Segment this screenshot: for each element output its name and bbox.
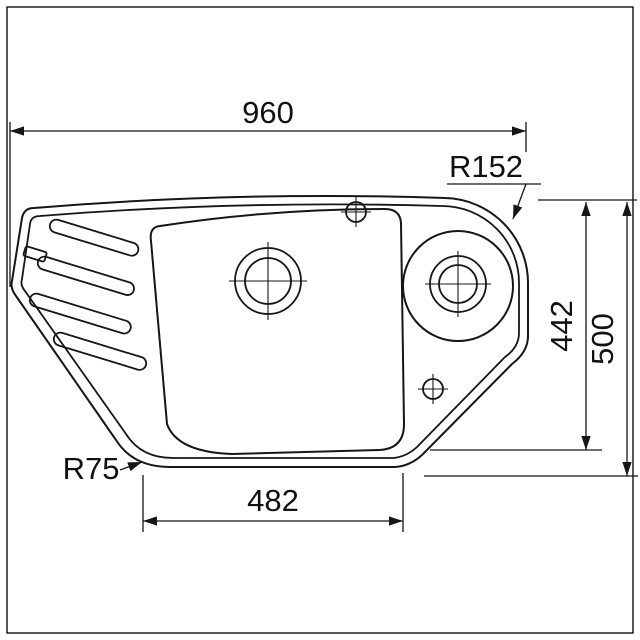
drainer-grooves	[22, 218, 148, 371]
dimension-label-bottom-width: 482	[247, 483, 299, 518]
dimension-radius-top-right: R152	[447, 149, 541, 220]
dimension-overall-width: 960	[9, 95, 527, 287]
drainer-groove	[48, 218, 140, 257]
main-bowl-drain	[229, 242, 307, 320]
dimension-radius-bottom-left: R75	[63, 451, 143, 486]
sink-outer-outline	[10, 194, 530, 468]
leader-arrow	[512, 183, 527, 220]
drainer-groove	[28, 292, 132, 335]
radius-label-bottom-left: R75	[63, 451, 120, 486]
radius-label-top-right: R152	[449, 149, 523, 184]
tap-hole-bottom	[418, 374, 448, 404]
tap-hole-top	[341, 197, 371, 227]
dimension-bottom-width: 482	[142, 473, 404, 532]
right-bowl-drain	[425, 251, 491, 317]
drainer-groove	[36, 255, 135, 296]
dimension-label-inner-depth: 442	[544, 300, 579, 352]
overflow-slot	[22, 245, 48, 263]
dimension-label-width: 960	[242, 95, 294, 130]
dimension-depths-right: 442 500	[424, 199, 638, 477]
main-bowl-outline	[149, 208, 405, 455]
sink-inner-rim-outline	[20, 203, 520, 459]
drawing-frame	[6, 6, 634, 634]
right-bowl-outline	[402, 230, 514, 342]
drainer-groove	[52, 331, 148, 371]
dimension-label-overall-depth: 500	[585, 313, 620, 365]
leader-arrow	[119, 461, 143, 472]
